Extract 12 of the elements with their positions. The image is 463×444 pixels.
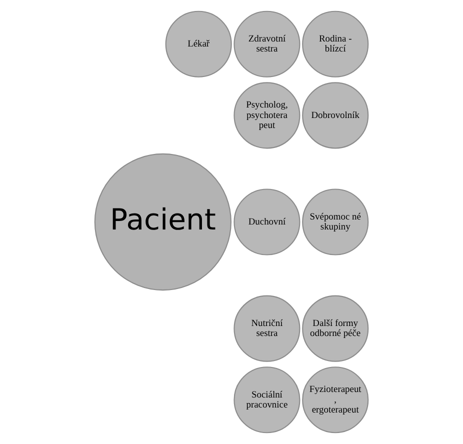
node-circle: Dobrovolník	[302, 82, 369, 149]
node-circle: Psycholog, psychotera peut	[234, 82, 300, 149]
node-circle: Zdravotní sestra	[234, 10, 300, 78]
node-circle: Rodina - blízcí	[302, 10, 369, 78]
node-circle: Pacient	[94, 153, 232, 291]
node-circle: Duchovní	[234, 188, 300, 256]
node-circle: Další formy odborné péče	[302, 295, 369, 362]
node-circle: Lékař	[165, 10, 232, 78]
node-circle: Nutriční sestra	[234, 295, 300, 362]
node-circle: Svépomoc né skupiny	[302, 188, 369, 256]
node-circle: Fyzioterapeut , ergoterapeut	[302, 366, 369, 434]
node-circle: Sociální pracovnice	[234, 366, 300, 434]
